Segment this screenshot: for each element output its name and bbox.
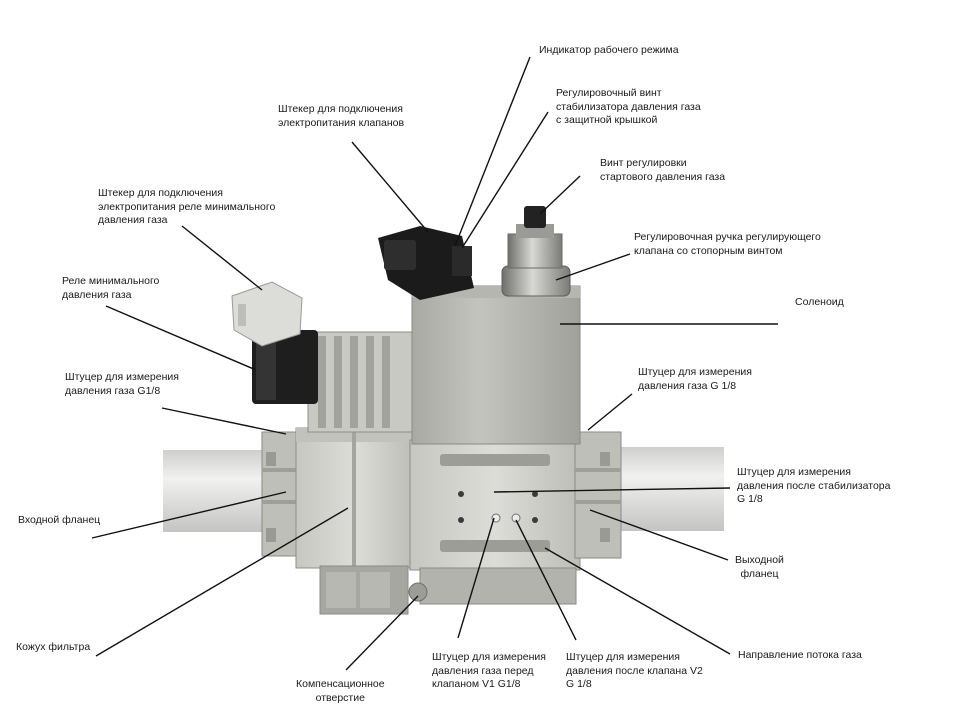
label-flow-direction: Направление потока газа bbox=[738, 649, 862, 661]
label-relay-plug: Штекер для подключения электропитания ре… bbox=[98, 187, 276, 226]
leader-filter-housing bbox=[95, 507, 349, 657]
label-stabilizer-screw: Регулировочный винт стабилизатора давлен… bbox=[556, 87, 701, 126]
leader-compensation-hole bbox=[345, 595, 419, 671]
relay-plug bbox=[231, 281, 303, 347]
leader-adjust-knob bbox=[555, 253, 631, 281]
leader-fitting-before-v1 bbox=[457, 517, 495, 639]
leader-fitting-g18-left bbox=[161, 407, 287, 435]
leader-relay-plug bbox=[181, 225, 263, 291]
leader-fitting-g18-right bbox=[587, 393, 633, 431]
solenoid bbox=[411, 285, 581, 445]
leader-valve-power-plug bbox=[351, 141, 429, 233]
leader-fitting-after-stabilizer bbox=[493, 487, 731, 493]
label-fitting-before-v1: Штуцер для измерения давления газа перед… bbox=[432, 651, 546, 690]
label-start-pressure-screw: Винт регулировки стартового давления газ… bbox=[600, 157, 726, 183]
label-fitting-after-v2: Штуцер для измерения давления после клап… bbox=[566, 651, 703, 690]
adjust-knob bbox=[501, 224, 571, 297]
leader-fitting-after-v2 bbox=[515, 519, 577, 641]
relay-coil bbox=[252, 330, 318, 404]
start-pressure-screw bbox=[524, 206, 546, 228]
label-fitting-g18-left: Штуцер для измерения давления газа G1/8 bbox=[65, 371, 179, 397]
label-fitting-g18-right: Штуцер для измерения давления газа G 1/8 bbox=[638, 366, 752, 392]
label-outlet-flange: Выходной фланец bbox=[735, 554, 784, 580]
label-solenoid: Соленоид bbox=[795, 296, 844, 308]
min-pressure-relay-body bbox=[307, 331, 413, 433]
label-min-pressure-relay: Реле минимального давления газа bbox=[62, 275, 160, 301]
inlet-pipe bbox=[163, 450, 278, 532]
label-fitting-after-stabilizer: Штуцер для измерения давления после стаб… bbox=[737, 466, 891, 505]
leader-lines bbox=[91, 56, 778, 671]
leader-flow-direction bbox=[544, 547, 731, 655]
valve-power-plug bbox=[378, 226, 474, 300]
filter-housing bbox=[295, 427, 415, 615]
leader-indicator bbox=[454, 56, 531, 247]
label-valve-power-plug: Штекер для подключения электропитания кл… bbox=[278, 103, 405, 129]
leader-min-pressure-relay bbox=[105, 305, 257, 371]
label-filter-housing: Кожух фильтра bbox=[16, 641, 91, 653]
leader-outlet-flange bbox=[589, 509, 729, 561]
label-adjust-knob: Регулировочная ручка регулирующего клапа… bbox=[634, 231, 821, 257]
outlet-flange bbox=[574, 431, 622, 559]
valve-body bbox=[408, 439, 581, 605]
leader-inlet-flange bbox=[91, 491, 287, 539]
label-inlet-flange: Входной фланец bbox=[18, 514, 101, 526]
label-indicator: Индикатор рабочего режима bbox=[539, 44, 679, 56]
label-compensation-hole: Компенсационное отверстие bbox=[296, 678, 385, 704]
leader-start-pressure-screw bbox=[539, 175, 581, 215]
leader-stabilizer-screw bbox=[461, 111, 549, 249]
